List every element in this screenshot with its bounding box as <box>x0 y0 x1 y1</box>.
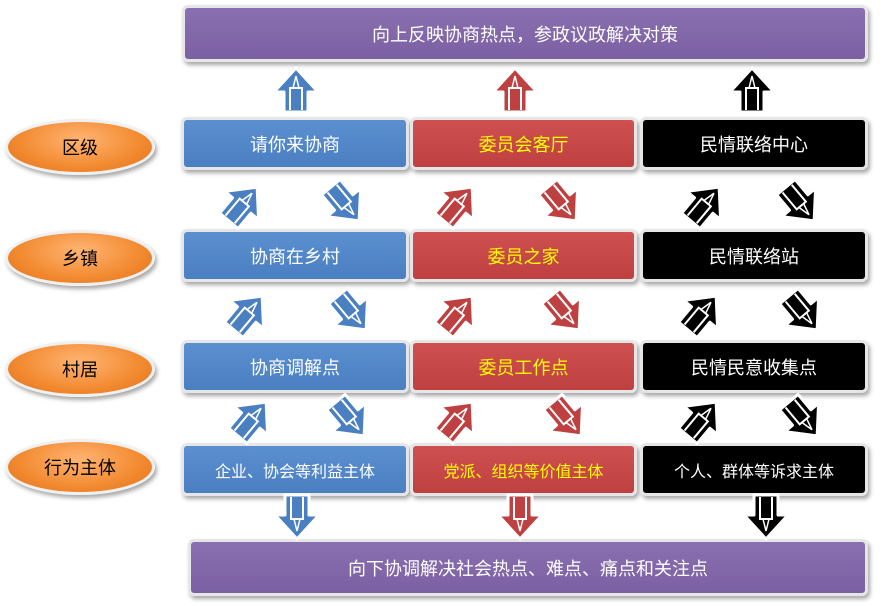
blue-box-town: 协商在乡村 <box>181 229 409 282</box>
diagonal-up-arrow-icon <box>669 280 735 346</box>
diagonal-down-arrow-icon <box>312 171 378 237</box>
down-arrow-icon <box>742 493 790 541</box>
box-text: 企业、协会等利益主体 <box>214 461 375 481</box>
up-arrow-icon <box>491 66 539 114</box>
red-box-district: 委员会客厅 <box>410 117 637 170</box>
box-text: 协商调解点 <box>250 357 340 379</box>
bottom-banner-text: 向下协调解决社会热点、难点、痛点和关注点 <box>348 558 708 580</box>
diagonal-up-arrow-icon <box>219 386 285 452</box>
down-arrow-icon <box>273 493 321 541</box>
level-label: 区级 <box>62 138 98 159</box>
up-arrow-icon <box>272 66 320 114</box>
box-text: 个人、群体等诉求主体 <box>673 461 834 481</box>
diagonal-down-arrow-icon <box>529 171 595 237</box>
box-text: 民情联络站 <box>709 246 799 268</box>
top-banner: 向上反映协商热点，参政议政解决对策 <box>182 5 868 62</box>
box-text: 委员之家 <box>487 246 560 268</box>
box-text: 协商在乡村 <box>250 246 340 268</box>
down-arrow-icon <box>496 493 544 541</box>
level-oval-actors: 行为主体 <box>5 439 155 495</box>
diagonal-up-arrow-icon <box>425 386 491 452</box>
level-oval-village: 村居 <box>5 341 155 397</box>
red-box-actors: 党派、组织等价值主体 <box>410 443 637 496</box>
diagonal-down-arrow-icon <box>317 386 383 452</box>
red-box-town: 委员之家 <box>410 229 637 282</box>
diagonal-up-arrow-icon <box>210 171 276 237</box>
diagonal-up-arrow-icon <box>672 171 738 237</box>
diagonal-up-arrow-icon <box>215 280 281 346</box>
diagonal-down-arrow-icon <box>319 280 385 346</box>
level-label: 村居 <box>62 360 98 381</box>
level-oval-town: 乡镇 <box>5 230 155 286</box>
level-label: 乡镇 <box>62 249 98 270</box>
diagonal-down-arrow-icon <box>534 386 600 452</box>
box-text: 委员会客厅 <box>478 134 569 156</box>
black-box-village: 民情民意收集点 <box>640 340 868 393</box>
bottom-banner: 向下协调解决社会热点、难点、痛点和关注点 <box>188 539 868 596</box>
top-banner-text: 向上反映协商热点，参政议政解决对策 <box>372 24 678 46</box>
up-arrow-icon <box>728 66 776 114</box>
diagonal-down-arrow-icon <box>767 171 833 237</box>
box-text: 委员工作点 <box>478 357 569 379</box>
box-text: 民情联络中心 <box>700 134 808 156</box>
red-box-village: 委员工作点 <box>410 340 637 393</box>
box-text: 请你来协商 <box>250 134 340 156</box>
diagonal-up-arrow-icon <box>669 386 735 452</box>
level-label: 行为主体 <box>44 458 116 479</box>
diagonal-up-arrow-icon <box>425 171 491 237</box>
diagonal-down-arrow-icon <box>770 280 836 346</box>
blue-box-district: 请你来协商 <box>181 117 409 170</box>
black-box-actors: 个人、群体等诉求主体 <box>640 443 868 496</box>
diagonal-up-arrow-icon <box>425 280 491 346</box>
box-text: 民情民意收集点 <box>691 357 817 379</box>
blue-box-village: 协商调解点 <box>181 340 409 393</box>
diagonal-down-arrow-icon <box>770 386 836 452</box>
box-text: 党派、组织等价值主体 <box>443 461 604 481</box>
black-box-town: 民情联络站 <box>640 229 868 282</box>
black-box-district: 民情联络中心 <box>640 117 868 170</box>
level-oval-district: 区级 <box>5 119 155 175</box>
diagonal-down-arrow-icon <box>532 280 598 346</box>
